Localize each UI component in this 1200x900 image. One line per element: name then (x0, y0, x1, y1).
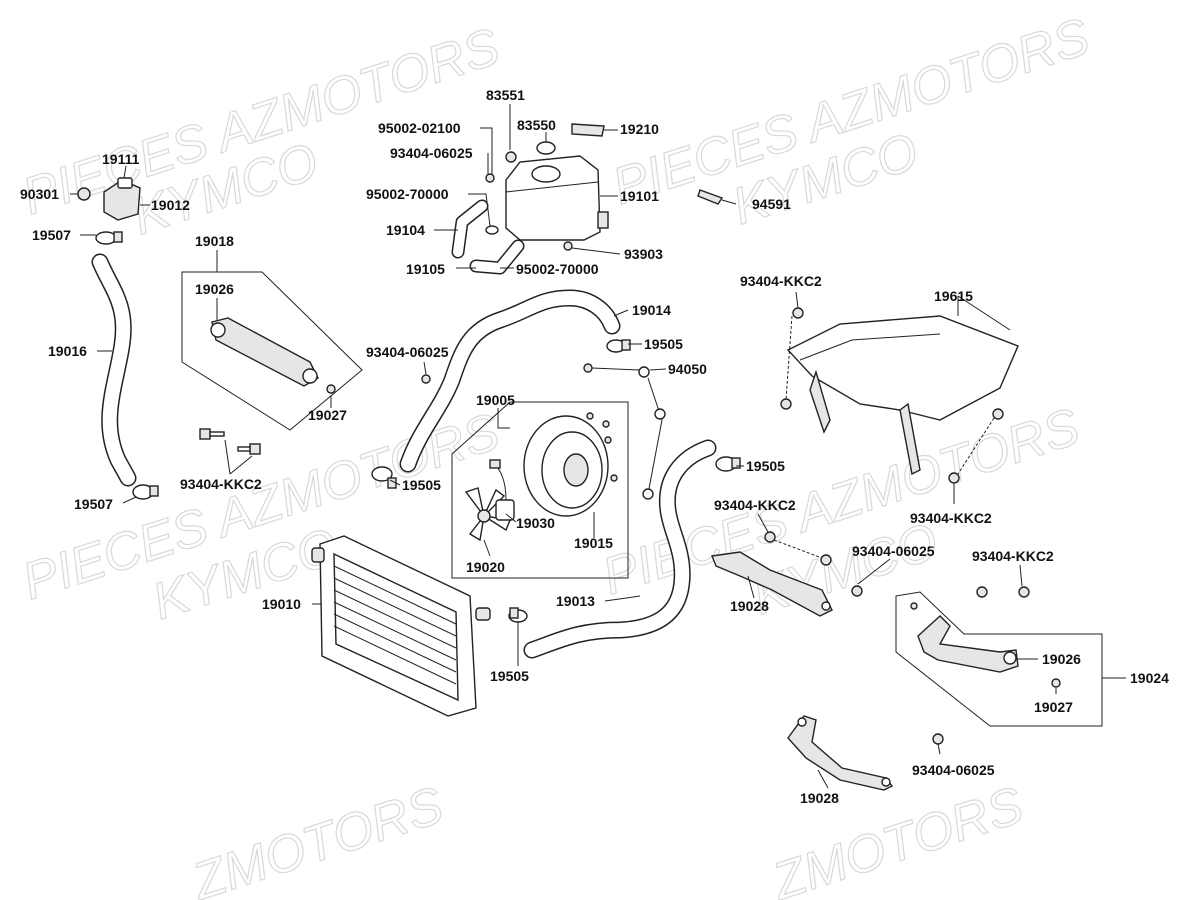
label-19028-a: 19028 (730, 598, 769, 614)
label-90301: 90301 (20, 186, 59, 202)
label-19101: 19101 (620, 188, 659, 204)
label-95002-02100: 95002-02100 (378, 120, 461, 136)
clip-94591 (697, 189, 724, 205)
hose-clamp-19505-d (508, 607, 528, 623)
fan-blade-19020 (464, 487, 511, 542)
fan-harness-94050 (583, 363, 666, 500)
bolt-93404-06025-top (485, 173, 495, 183)
clip-95002-70000 (485, 225, 499, 235)
label-19015: 19015 (574, 535, 613, 551)
bolt-93404-kkc2-left-b (237, 443, 261, 455)
label-19010: 19010 (262, 596, 301, 612)
thermostat-housing (103, 177, 141, 221)
label-93404-06025-bottom: 93404-06025 (912, 762, 995, 778)
label-19507-bottom: 19507 (74, 496, 113, 512)
kit-outline-19005 (451, 401, 629, 579)
label-19104: 19104 (386, 222, 425, 238)
hose-19104 (451, 199, 489, 259)
label-19210: 19210 (620, 121, 659, 137)
label-19013: 19013 (556, 593, 595, 609)
screw-93903 (563, 241, 573, 251)
label-19014: 19014 (632, 302, 671, 318)
label-93404-06025-mid: 93404-06025 (366, 344, 449, 360)
label-95002-70000-a: 95002-70000 (366, 186, 449, 202)
label-19027-right: 19027 (1034, 699, 1073, 715)
label-93404-kkc2-left: 93404-KKC2 (180, 476, 262, 492)
label-19030: 19030 (516, 515, 555, 531)
bolt-93404-06025-bottom (932, 733, 944, 745)
cap-83550 (536, 141, 556, 155)
label-93404-kkc2-right: 93404-KKC2 (910, 510, 992, 526)
fan-shroud-19015 (523, 415, 609, 517)
hose-clamp-19505-a (606, 339, 631, 353)
label-93903: 93903 (624, 246, 663, 262)
label-19507-top: 19507 (32, 227, 71, 243)
fan-screws (586, 412, 618, 482)
label-93404-06025-right: 93404-06025 (852, 543, 935, 559)
label-93404-kkc2-top-right: 93404-KKC2 (740, 273, 822, 289)
nut-19027-right (1051, 678, 1061, 688)
part-labels: 90301 19111 19012 19507 19018 19026 1901… (20, 87, 1169, 806)
hose-19105 (469, 239, 525, 275)
label-19505-b: 19505 (402, 477, 441, 493)
label-19016: 19016 (48, 343, 87, 359)
cap-19210 (571, 123, 605, 137)
hose-19016 (91, 253, 137, 487)
nut-19024 (910, 602, 918, 610)
bolt-93404-kkc2-far-right (976, 586, 1030, 598)
bolt-93404-06025-right (851, 585, 863, 597)
fan-motor-19030 (489, 459, 515, 521)
kit-outline-19024 (895, 591, 1103, 727)
nut-19027-left (326, 384, 336, 394)
label-93404-kkc2-far-right: 93404-KKC2 (972, 548, 1054, 564)
label-19027-left: 19027 (308, 407, 347, 423)
hose-clamp-19505-b (371, 466, 397, 489)
label-19020: 19020 (466, 559, 505, 575)
bolt-93404-06025-mid (421, 374, 431, 384)
label-19012: 19012 (151, 197, 190, 213)
label-19505-a: 19505 (644, 336, 683, 352)
label-94591: 94591 (752, 196, 791, 212)
label-19026-right: 19026 (1042, 651, 1081, 667)
washer-83551 (505, 151, 517, 163)
bracket-19026-right (917, 615, 1019, 673)
label-19111: 19111 (102, 151, 140, 167)
radiator-19010 (311, 535, 491, 717)
label-83551: 83551 (486, 87, 525, 103)
label-95002-70000-b: 95002-70000 (516, 261, 599, 277)
label-19026-left: 19026 (195, 281, 234, 297)
hose-clamp-bottom-left (132, 484, 159, 500)
label-83550: 83550 (517, 117, 556, 133)
label-19505-c: 19505 (746, 458, 785, 474)
kit-outline-19018 (181, 271, 363, 431)
label-19028-b: 19028 (800, 790, 839, 806)
label-19005: 19005 (476, 392, 515, 408)
label-19018: 19018 (195, 233, 234, 249)
label-93404-06025-top: 93404-06025 (390, 145, 473, 161)
hose-19014 (399, 289, 621, 473)
hose-clamp-19505-c (715, 456, 741, 472)
label-94050: 94050 (668, 361, 707, 377)
bolt-93404-kkc2-top-right (780, 307, 804, 410)
bolt-93404-kkc2-right (948, 408, 1004, 484)
bolt-93404-kkc2-left-a (199, 428, 225, 440)
hose-19013 (523, 439, 717, 659)
label-19615: 19615 (934, 288, 973, 304)
watermark-text: ZMOTORS (184, 776, 450, 900)
label-19505-d: 19505 (490, 668, 529, 684)
label-19024: 19024 (1130, 670, 1169, 686)
bolt-93404-kkc2-mid-right (764, 531, 832, 566)
bracket-19026-left (210, 317, 319, 387)
bolt-90301 (77, 187, 91, 201)
bracket-19028-b (787, 715, 894, 791)
leader-lines (70, 104, 1126, 789)
bracket-19028-a (711, 551, 833, 617)
label-19105: 19105 (406, 261, 445, 277)
reservoir-tank-19101 (505, 155, 609, 241)
air-duct-19615 (786, 315, 1019, 476)
label-93404-kkc2-mid-right: 93404-KKC2 (714, 497, 796, 513)
hose-clamp-top-left (95, 231, 123, 245)
